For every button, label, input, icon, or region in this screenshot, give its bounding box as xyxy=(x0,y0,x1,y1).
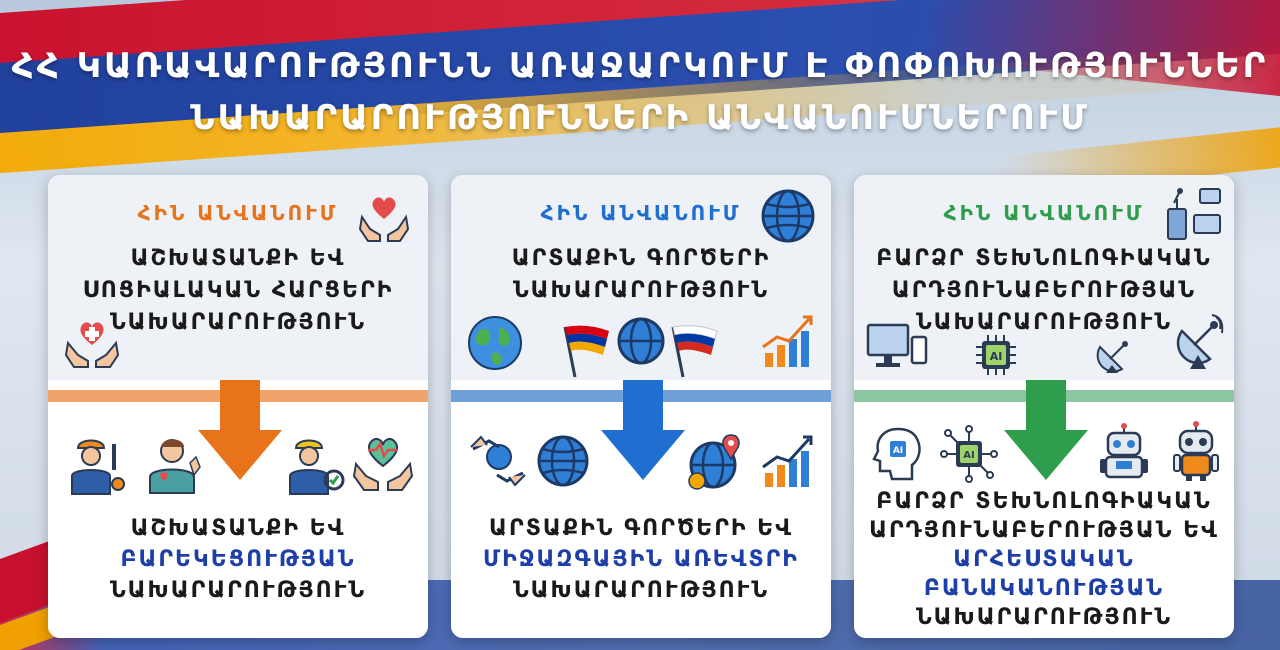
armenia-flag-icon xyxy=(563,325,609,378)
arrow-down-icon xyxy=(601,380,685,480)
old-ministry-name: ԲԱՐՁՐ ՏԵԽՆՈԼՈԳԻԱԿԱՆ ԱՐԴՅՈՒՆԱԲԵՐՈՒԹՅԱՆ ՆԱ… xyxy=(876,246,1212,335)
ai-head-label: AI xyxy=(893,446,903,456)
new-ministry-name: ԱՐՏԱՔԻՆ ԳՈՐԾԵՐԻ ԵՎ ՄԻՋԱԶԳԱՅԻՆ ԱՌԵՎՏՐԻ ՆԱ… xyxy=(451,513,831,606)
new-ministry-name: ԲԱՐՁՐ ՏԵԽՆՈԼՈԳԻԱԿԱՆ ԱՐԴՅՈՒՆԱԲԵՐՈՒԹՅԱՆ ԵՎ… xyxy=(854,487,1234,632)
trade-hands-icon xyxy=(470,435,526,487)
robot-icon xyxy=(1100,423,1148,479)
card-high-tech: ՀԻՆ ԱՆՎԱՆՈՒՄ ԲԱՐՁՐ ՏԵԽՆՈԼՈԳԻԱԿԱՆ ԱՐԴՅՈՒՆ… xyxy=(854,175,1234,638)
card-top-panel xyxy=(48,175,428,380)
heartbeat-hands-icon xyxy=(352,438,414,491)
card-foreign-affairs: ՀԻՆ ԱՆՎԱՆՈՒՄ ԱՐՏԱՔԻՆ ԳՈՐԾԵՐԻ ՆԱԽԱՐԱՐՈՒԹՅ… xyxy=(451,175,831,638)
worker-icon xyxy=(71,439,125,495)
network-devices-icon xyxy=(1167,188,1221,240)
person-heart-icon xyxy=(149,439,201,494)
location-globe-icon xyxy=(688,434,740,490)
satellite-dish-icon xyxy=(1096,341,1128,373)
arrow-down-icon xyxy=(1004,380,1088,480)
title-line-1: ՀՀ ԿԱՌԱՎԱՐՈՒԹՅՈՒՆՆ ԱՌԱՋԱՐԿՈՒՄ Է ՓՈՓՈԽՈՒԹ… xyxy=(11,46,1269,86)
engineer-icon xyxy=(289,439,345,495)
ai-head-icon: AI xyxy=(872,427,921,481)
ai-chip-icon: AI xyxy=(940,425,998,483)
old-ministry-name: ԱՇԽԱՏԱՆՔԻ ԵՎ ՍՈՑԻԱԼԱԿԱՆ ՀԱՐՑԵՐԻ ՆԱԽԱՐԱՐՈ… xyxy=(82,246,394,335)
card-labor: ՀԻՆ ԱՆՎԱՆՈՒՄ ԱՇԽԱՏԱՆՔԻ ԵՎ ՍՈՑԻԱԼԱԿԱՆ ՀԱՐ… xyxy=(48,175,428,638)
old-name-label: ՀԻՆ ԱՆՎԱՆՈՒՄ xyxy=(943,201,1145,225)
growth-chart-icon xyxy=(762,435,813,487)
old-name-label: ՀԻՆ ԱՆՎԱՆՈՒՄ xyxy=(137,201,339,225)
new-name-highlight: ՄԻՋԱԶԳԱՅԻՆ ԱՌԵՎՏՐԻ xyxy=(483,547,799,572)
heart-hands-icon xyxy=(358,197,410,242)
globe-icon xyxy=(617,317,665,365)
new-ministry-name: ԱՇԽԱՏԱՆՔԻ ԵՎ ԲԱՐԵԿԵՑՈՒԹՅԱՆ ՆԱԽԱՐԱՐՈՒԹՅՈՒ… xyxy=(48,513,428,606)
arrow-down-icon xyxy=(198,380,282,480)
old-ministry-name: ԱՐՏԱՔԻՆ ԳՈՐԾԵՐԻ ՆԱԽԱՐԱՐՈՒԹՅՈՒՆ xyxy=(511,246,771,303)
new-name-highlight-2: ԲԱՆԱԿԱՆՈՒԹՅԱՆ xyxy=(923,576,1165,601)
page-title: ՀՀ ԿԱՌԱՎԱՐՈՒԹՅՈՒՆՆ ԱՌԱՋԱՐԿՈՒՄ Է ՓՈՓՈԽՈՒԹ… xyxy=(0,40,1280,144)
title-line-2: ՆԱԽԱՐԱՐՈՒԹՅՈՒՆՆԵՐԻ ԱՆՎԱՆՈՒՄՆԵՐՈՒՄ xyxy=(190,98,1090,138)
growth-chart-icon xyxy=(762,315,813,367)
computer-icon xyxy=(866,323,928,367)
new-name-highlight: ԱՐՀԵՍՏԱԿԱՆ xyxy=(953,547,1135,572)
globe-icon xyxy=(761,189,815,243)
medical-hands-icon xyxy=(64,322,120,368)
old-name-label: ՀԻՆ ԱՆՎԱՆՈՒՄ xyxy=(540,201,742,225)
new-name-highlight: ԲԱՐԵԿԵՑՈՒԹՅԱՆ xyxy=(120,547,356,572)
ai-chip-label: AI xyxy=(990,350,1003,363)
earth-icon xyxy=(468,316,522,370)
ai-chip-label: AI xyxy=(963,450,974,461)
russia-flag-icon xyxy=(671,325,718,378)
ai-chip-icon: AI xyxy=(976,335,1016,375)
satellite-dish-icon xyxy=(1176,314,1224,369)
robot-icon xyxy=(1173,421,1219,481)
globe-icon xyxy=(537,435,589,487)
